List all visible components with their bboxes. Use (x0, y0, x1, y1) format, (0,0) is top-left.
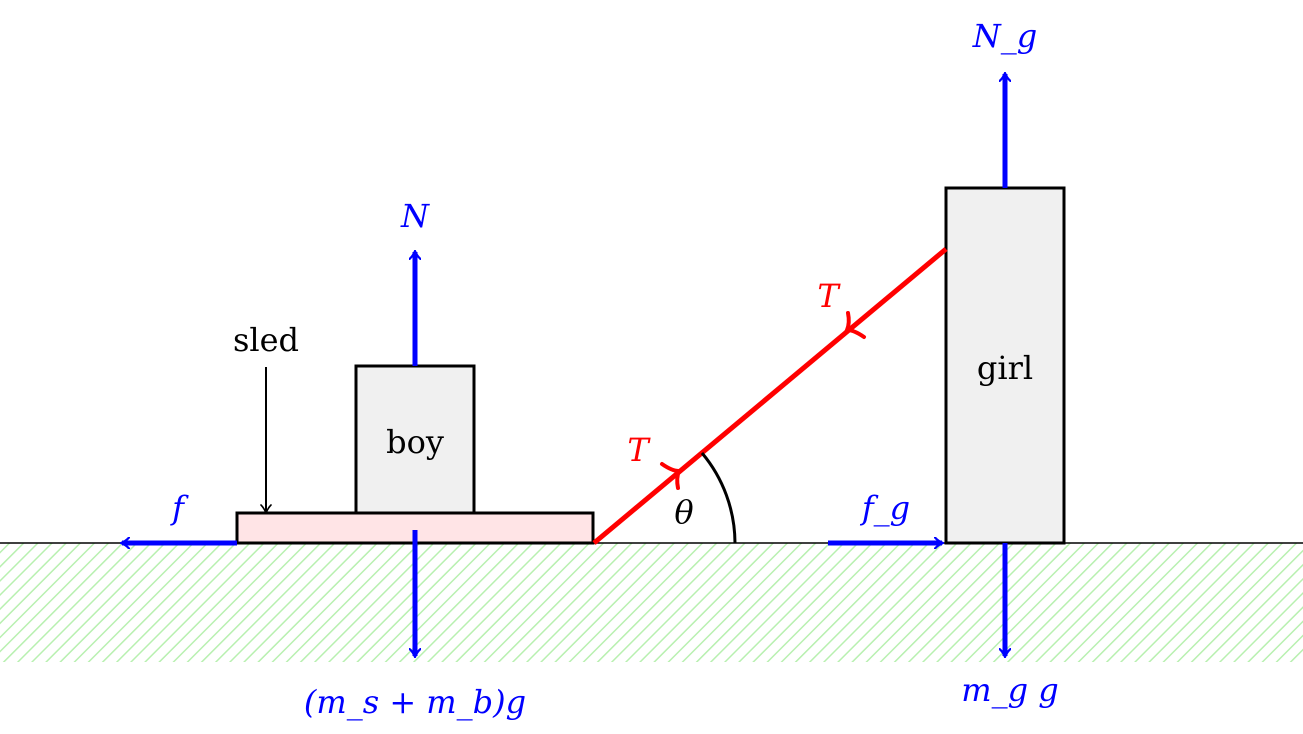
weight-sled-boy-label: (m_s + m_b)g (303, 683, 527, 721)
tension-arrowhead-right (843, 311, 866, 339)
normal-girl-label: N_g (972, 17, 1038, 55)
ground (0, 543, 1303, 662)
friction-sled-label: f (172, 489, 184, 527)
girl-label: girl (976, 349, 1034, 387)
normal-boy-label: N (401, 197, 429, 235)
rope (592, 247, 948, 545)
sled-label: sled (232, 321, 300, 359)
tension-right-label: T (817, 277, 839, 315)
weight-girl-label: m_g g (961, 671, 1059, 709)
friction-girl-label: f_g (861, 489, 911, 527)
boy-label: boy (386, 423, 444, 461)
angle-arc (700, 452, 737, 544)
boy-box (354, 364, 476, 515)
angle-label: θ (674, 493, 694, 531)
tension-arrowhead-left (660, 462, 683, 490)
tension-left-label: T (627, 431, 649, 469)
